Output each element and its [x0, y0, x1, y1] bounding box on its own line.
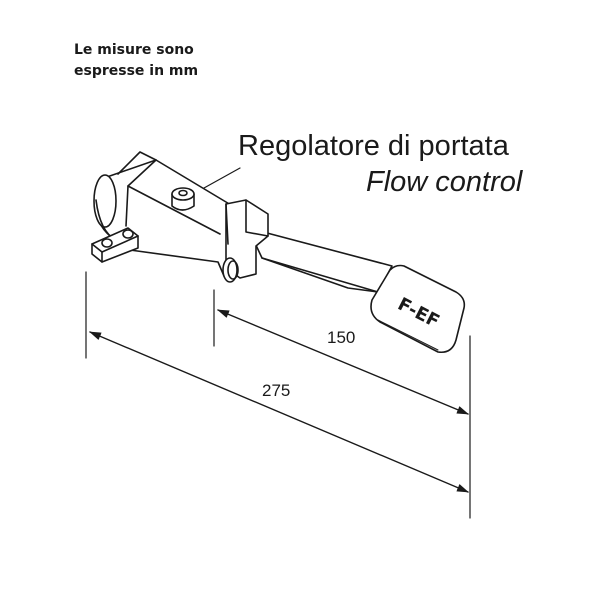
flow-control-label-italian: Regolatore di portata — [238, 130, 509, 162]
valve-front-block — [222, 199, 269, 283]
dimension-label-275: 275 — [262, 381, 291, 400]
dimension-line-275 — [89, 331, 469, 493]
dimension-label-150: 150 — [327, 328, 356, 347]
units-note-line-1: Le misure sono — [74, 42, 194, 58]
flow-regulator-knob — [171, 187, 195, 211]
flow-control-label-english: Flow control — [366, 166, 523, 198]
mounting-bracket — [91, 227, 139, 263]
units-note: Le misure sono espresse in mm — [74, 40, 198, 82]
units-note-line-2: espresse in mm — [74, 63, 199, 79]
pedal-lever — [247, 227, 393, 293]
